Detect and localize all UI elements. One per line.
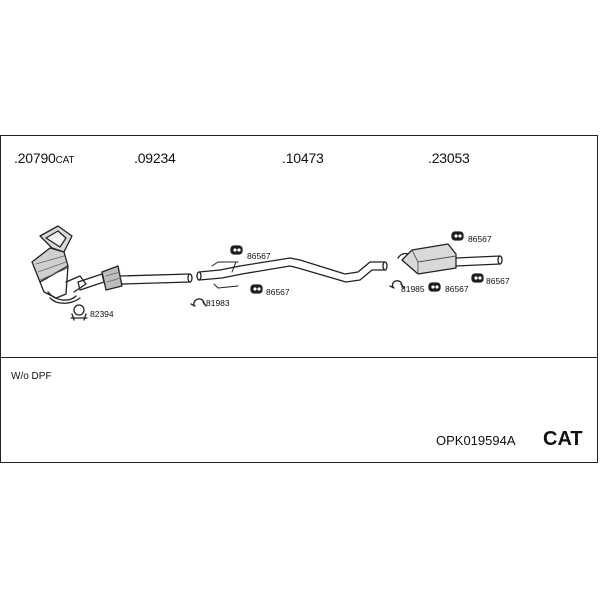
cat-badge: CAT [543,428,583,450]
hanger-label: 86567 [247,251,271,261]
hanger-label: 86567 [468,234,492,244]
middle-pipe-icon [196,257,388,289]
clamp-label: 82394 [90,309,114,319]
part-number-rear-silencer: .23053 [428,150,470,166]
bracket-icon [190,280,405,307]
bracket-label: 81983 [206,298,230,308]
part-number-suffix: CAT [55,155,75,166]
part-number-catalyst: .20790CAT [14,150,74,166]
catalytic-converter-icon [31,225,87,304]
part-number-text: .23053 [428,150,470,166]
kit-code: OPK019594A [436,433,516,448]
hanger-label: 86567 [445,284,469,294]
part-number-middle-pipe: .10473 [282,150,324,166]
part-number-text: .10473 [282,150,324,166]
bracket-label: 81985 [401,284,425,294]
part-number-text: .09234 [134,150,176,166]
front-pipe-icon [77,265,193,291]
rubber-hanger-icon [230,231,484,294]
diagram-frame [0,135,598,463]
part-number-text: .20790 [14,150,56,166]
hanger-label: 86567 [266,287,290,297]
section-divider [0,357,598,358]
part-number-front-pipe: .09234 [134,150,176,166]
rear-silencer-icon [397,243,503,275]
clamp-icon [70,304,88,321]
hanger-label: 86567 [486,276,510,286]
configuration-note: W/o DPF [11,371,52,382]
